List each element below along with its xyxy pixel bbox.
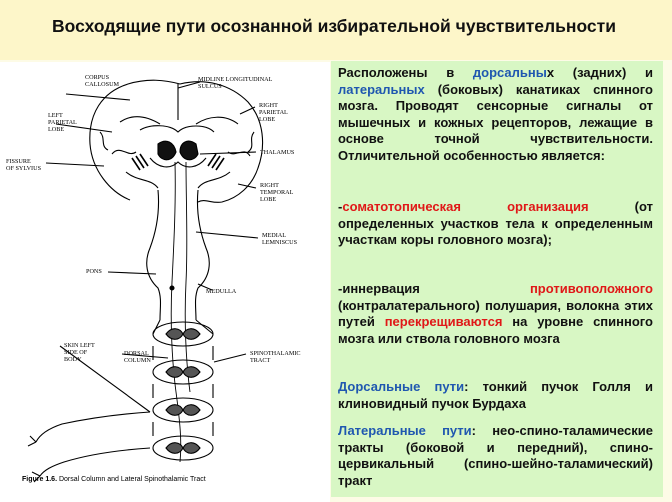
p1-text2: х (задних) и bbox=[546, 65, 653, 80]
p1-text: Расположены в bbox=[338, 65, 473, 80]
p3-term2: перекрещиваются bbox=[384, 314, 503, 330]
pathway-diagram bbox=[27, 79, 264, 483]
label-spinothalamic: SPINOTHALAMIC TRACT bbox=[250, 350, 301, 364]
label-left-parietal: LEFT PARIETAL LOBE bbox=[48, 112, 77, 133]
paragraph-lateral-paths: Латеральные пути: нео-спино-таламические… bbox=[338, 423, 653, 489]
paragraph-innervation: -иннервация противоположного (контралате… bbox=[338, 281, 653, 347]
caption-text: Dorsal Column and Lateral Spinothalamic … bbox=[58, 476, 206, 483]
p4-term: Дорсальные пути bbox=[338, 379, 465, 394]
paragraph-location: Расположены в дорсальных (задних) и лате… bbox=[338, 65, 653, 165]
label-skin-left: SKIN LEFT SIDE OF BODY bbox=[64, 342, 95, 363]
caption-number: Figure 1.6. bbox=[22, 476, 58, 483]
p2-term: соматотопическая организация bbox=[342, 199, 589, 214]
paragraph-dorsal-paths: Дорсальные пути: тонкий пучок Голля и кл… bbox=[338, 379, 653, 412]
p2-text: (от определенных участков тела к определ… bbox=[338, 199, 653, 248]
p1-lateral: латеральных bbox=[338, 81, 425, 97]
p5-term: Латеральные пути bbox=[338, 423, 472, 438]
anatomy-figure: CORPUS CALLOSUM LEFT PARIETAL LOBE FISSU… bbox=[0, 62, 330, 502]
p1-text3: (боковых) канатиках спинного мозга. Пров… bbox=[338, 81, 653, 163]
paragraph-somatotopic: -соматотопическая организация (от опреде… bbox=[338, 199, 653, 249]
p5-text: : нео-спино-таламические тракты (боковой… bbox=[338, 423, 653, 488]
label-thalamus: THALAMUS bbox=[260, 149, 295, 156]
label-right-temporal: RIGHT TEMPORAL LOBE bbox=[260, 182, 294, 203]
p3-text2: (контралатерального) полушария, волокна … bbox=[338, 297, 653, 330]
label-medulla: MEDULLA bbox=[206, 288, 237, 295]
label-fissure-sylvius: FISSURE OF SYLVIUS bbox=[6, 158, 42, 172]
p4-text: : тонкий пучок Голля и клиновидный пучок… bbox=[338, 379, 653, 411]
figure-caption: Figure 1.6. Dorsal Column and Lateral Sp… bbox=[22, 476, 206, 483]
p2-dash: - bbox=[338, 199, 343, 214]
p3-text: -иннервация bbox=[338, 281, 530, 296]
label-pons: PONS bbox=[86, 268, 102, 275]
label-dorsal-column: DORSAL COLUMN bbox=[124, 350, 151, 364]
p3-text3: на уровне спинного мозга или ствола голо… bbox=[338, 314, 653, 346]
slide-title: Восходящие пути осознанной избирательной… bbox=[52, 16, 616, 36]
label-right-parietal: RIGHT PARIETAL LOBE bbox=[259, 102, 288, 123]
p1-dorsal: дорсальны bbox=[472, 65, 547, 80]
label-corpus-callosum: CORPUS CALLOSUM bbox=[85, 74, 120, 88]
label-medial-lemniscus: MEDIAL LEMNISCUS bbox=[262, 232, 298, 246]
label-midline-sulcus: MIDLINE LONGITUDINAL SULCUS bbox=[198, 76, 273, 90]
text-panel: Расположены в дорсальных (задних) и лате… bbox=[331, 61, 663, 497]
title-bar: Восходящие пути осознанной избирательной… bbox=[0, 0, 672, 60]
p3-term: противоположного bbox=[529, 281, 653, 296]
